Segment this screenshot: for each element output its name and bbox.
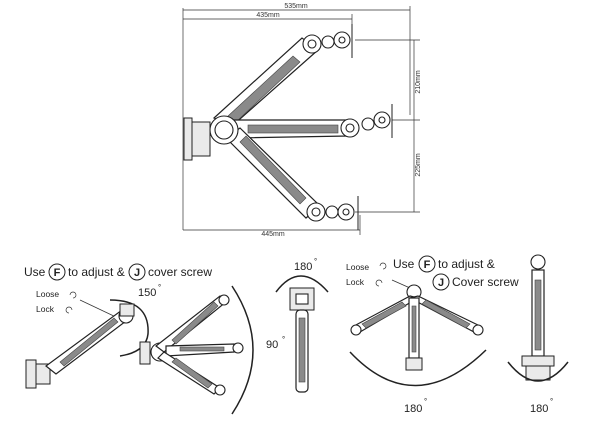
wall-plate [183,117,193,161]
lock-arrow-icon [65,306,73,314]
side-view-arm: 180 ° [275,257,329,393]
degree-symbol-5: ° [550,397,553,406]
rotation-arc-top [275,275,329,293]
swivel-arc-front [349,349,487,387]
dim-inner-width: 435mm [256,12,280,19]
inst1-adjust: to adjust & [68,265,125,279]
side-rotation-angle: 90 [266,339,278,351]
side-view-vertical: 180 ° [507,254,569,415]
f-letter-circle [48,263,66,281]
inst2-cover: Cover screw [452,275,519,289]
rotation-arc-90 [231,285,254,415]
inst2-j-letter: J [438,277,444,289]
inst2-adjust: to adjust & [438,257,495,271]
dim-lower-height: 225mm [415,153,422,177]
swivel-front-angle: 180 [404,403,422,415]
inst2-loose: Loose [346,262,369,272]
degree-symbol-3: ° [314,257,317,266]
degree-symbol-2: ° [282,335,285,344]
dim-overall-width: 535mm [284,3,308,10]
inst1-angle: 150 [138,287,156,299]
loose-arrow-icon-2 [379,262,387,270]
dim-bottom-width: 445mm [261,231,285,238]
inst2-f-letter: F [424,259,431,271]
dim-upper-height: 210mm [415,70,422,94]
inst1-use: Use [24,265,46,279]
inst1-loose: Loose [36,289,59,299]
top-rotation-angle: 180 [294,261,312,273]
middle-arm [231,104,393,139]
inst1-j-letter: J [134,267,140,279]
inst1-cover: cover screw [148,265,212,279]
loose-arrow-icon [69,291,77,299]
lock-arrow-icon-2 [375,279,383,287]
degree-symbol: ° [158,283,161,292]
j-letter-circle [128,263,146,281]
degree-symbol-4: ° [424,397,427,406]
j-letter-circle-2 [432,273,450,291]
rotation-arc-150 [109,299,149,357]
f-letter-circle-2 [418,255,436,273]
lower-arm [225,127,359,230]
swivel-side-angle: 180 [530,403,548,415]
inst1-lock: Lock [36,304,55,314]
inst1-f-letter: F [54,267,61,279]
instruction-2: Loose Lock Use F to adjust & J Cover scr… [346,255,519,415]
inst2-lock: Lock [346,277,365,287]
upper-arm [212,24,353,127]
swivel-arc-side [507,361,569,382]
base-bracket [191,121,211,157]
main-dimension-drawing: 535mm 435mm 210mm 225mm 445mm [182,3,422,238]
three-arm-sketch: 90 ° [139,285,285,415]
instruction-1: Use F to adjust & J cover screw Loose Lo… [24,263,212,389]
inst2-use: Use [393,257,415,271]
